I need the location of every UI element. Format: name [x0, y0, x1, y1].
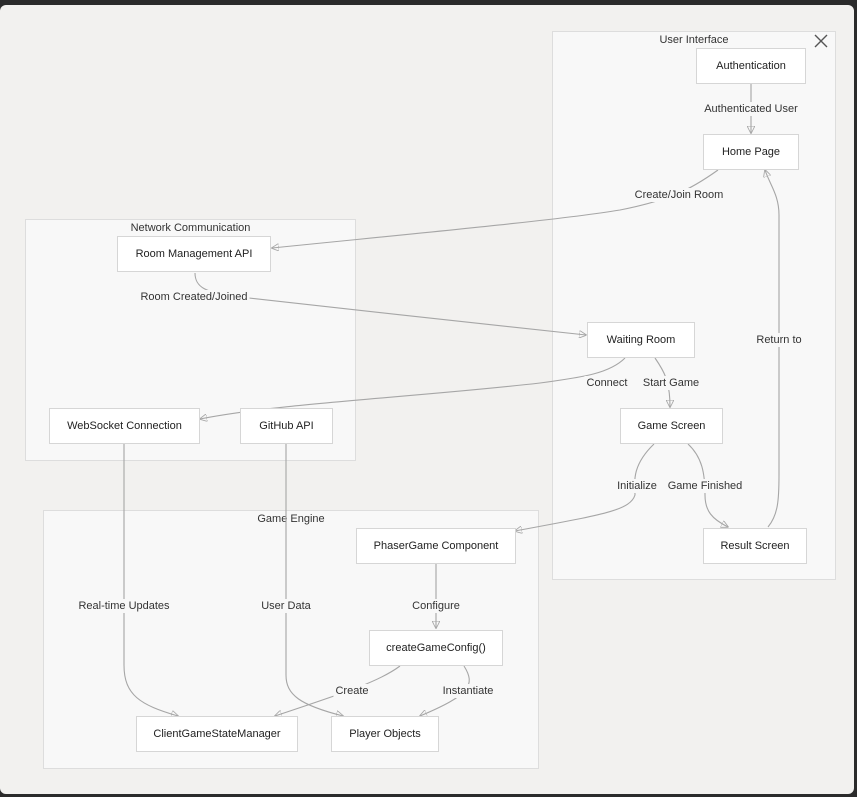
node-label: WebSocket Connection: [67, 420, 182, 432]
edge-label-connect: Connect: [584, 376, 630, 390]
node-player-objects[interactable]: Player Objects: [331, 716, 439, 752]
edge-label-initialize: Initialize: [615, 479, 659, 493]
edge-label-configure: Configure: [410, 599, 462, 613]
node-clientgamestatemanager[interactable]: ClientGameStateManager: [136, 716, 298, 752]
node-label: Waiting Room: [606, 334, 676, 346]
node-authentication[interactable]: Authentication: [696, 48, 806, 84]
edge-label-user-data: User Data: [259, 599, 313, 613]
node-phasergame-component[interactable]: PhaserGame Component: [356, 528, 516, 564]
node-websocket-connection[interactable]: WebSocket Connection: [49, 408, 200, 444]
edge-result-to-home: [765, 170, 780, 528]
edge-label-room-created-joined: Room Created/Joined: [138, 290, 250, 304]
node-label: Home Page: [721, 146, 781, 158]
node-label: ClientGameStateManager: [153, 728, 281, 740]
edge-label-game-finished: Game Finished: [665, 479, 745, 493]
node-result-screen[interactable]: Result Screen: [703, 528, 807, 564]
close-button[interactable]: [812, 32, 830, 50]
edge-label-return-to: Return to: [754, 333, 804, 347]
edge-label-authenticated-user: Authenticated User: [702, 102, 800, 116]
edges-layer: [123, 83, 780, 794]
node-waiting-room[interactable]: Waiting Room: [587, 322, 695, 358]
edge-label-create-join-room: Create/Join Room: [632, 188, 726, 202]
cluster-title: Game Engine: [257, 513, 325, 525]
node-label: Authentication: [716, 60, 786, 72]
node-label: Game Screen: [637, 420, 706, 432]
edge-room-api-to-waiting: [194, 272, 586, 335]
node-label: PhaserGame Component: [373, 540, 499, 552]
edge-websocket-to-state-manager: [123, 444, 178, 716]
node-label: Player Objects: [349, 728, 421, 740]
node-home-page[interactable]: Home Page: [703, 134, 799, 170]
edge-game-screen-to-result: [687, 443, 728, 527]
node-label: GitHub API: [259, 420, 314, 432]
edge-label-instantiate: Instantiate: [440, 684, 496, 698]
cluster-title: Network Communication: [130, 222, 251, 234]
cluster-title: User Interface: [659, 34, 729, 46]
edge-home-to-room-api: [272, 169, 719, 248]
close-icon: [814, 34, 828, 48]
node-label: Result Screen: [720, 540, 790, 552]
node-creategameconfig[interactable]: createGameConfig(): [369, 630, 503, 666]
edge-label-create: Create: [333, 684, 371, 698]
edge-label-real-time-updates: Real-time Updates: [76, 599, 172, 613]
node-room-management-api[interactable]: Room Management API: [117, 236, 271, 272]
node-label: createGameConfig(): [386, 642, 486, 654]
edge-game-screen-to-phaser: [515, 443, 655, 531]
edge-label-start-game: Start Game: [640, 376, 702, 390]
node-label: Room Management API: [135, 248, 253, 260]
node-github-api[interactable]: GitHub API: [240, 408, 333, 444]
node-game-screen[interactable]: Game Screen: [620, 408, 723, 444]
diagram-canvas: User Interface Network Communication Gam…: [0, 5, 854, 794]
edge-github-to-players: [285, 444, 343, 716]
